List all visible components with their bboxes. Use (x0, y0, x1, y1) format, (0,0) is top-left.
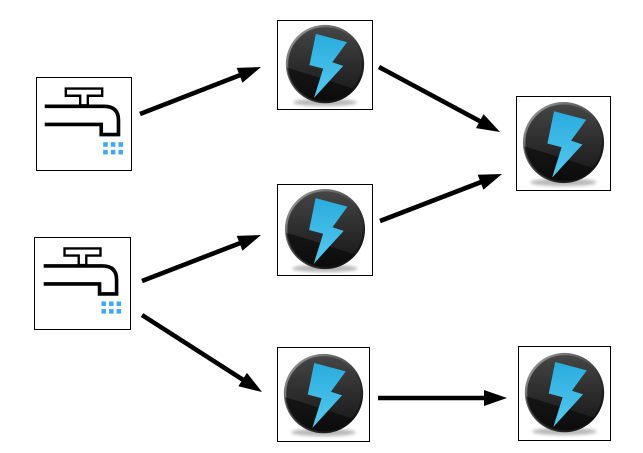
arrow-power-node-1-to-power-node-4 (377, 64, 500, 132)
lightning-bolt-icon (522, 101, 605, 187)
lightning-bolt-icon (283, 353, 364, 437)
lightning-bolt-icon (524, 352, 605, 436)
faucet-icon (43, 247, 122, 314)
power-node-5[interactable] (518, 346, 611, 441)
water-source-2[interactable] (34, 237, 131, 330)
power-node-1[interactable] (277, 20, 373, 110)
arrow-power-node-3-to-power-node-5 (378, 390, 507, 406)
arrow-power-node-2-to-power-node-4 (379, 174, 502, 224)
lightning-bolt-icon (285, 24, 365, 107)
lightning-bolt-icon (284, 188, 366, 273)
arrow-water-source-1-to-power-node-1 (139, 67, 261, 117)
power-node-2[interactable] (277, 184, 373, 276)
power-node-4[interactable] (516, 96, 611, 191)
faucet-icon (44, 87, 124, 155)
arrow-water-source-2-to-power-node-2 (141, 235, 261, 284)
power-node-3[interactable] (277, 347, 370, 442)
arrow-water-source-2-to-power-node-3 (140, 313, 262, 392)
water-source-1[interactable] (36, 77, 132, 171)
